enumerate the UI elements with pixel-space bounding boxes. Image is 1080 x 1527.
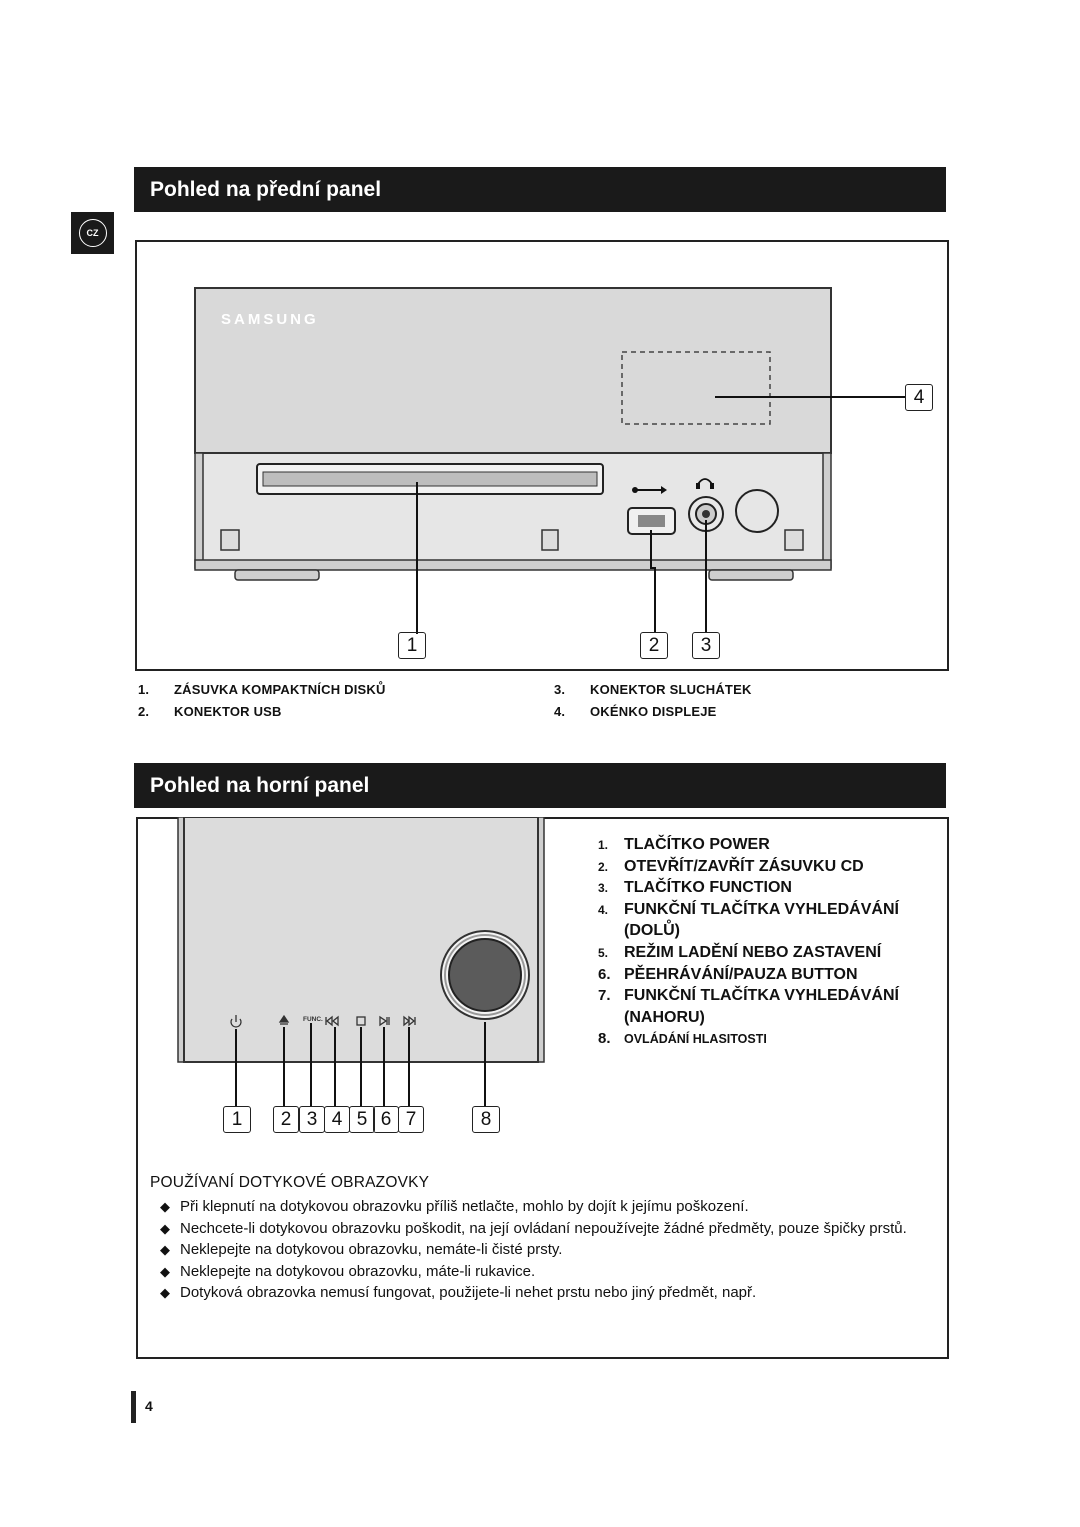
- eject-icon: [278, 1014, 290, 1025]
- list-item: 3.TLAČÍTKO FUNCTION: [598, 879, 792, 897]
- callout-1: 1: [398, 632, 426, 659]
- top-callout-7: 7: [398, 1106, 424, 1133]
- touch-usage-bullets: ◆Při klepnutí na dotykovou obrazovku pří…: [160, 1196, 940, 1304]
- top-callout-4: 4: [324, 1106, 350, 1133]
- top-callout-6: 6: [373, 1106, 399, 1133]
- bullet-item: ◆Při klepnutí na dotykovou obrazovku pří…: [160, 1198, 749, 1215]
- list-item: 7.FUNKČNÍ TLAČÍTKA VYHLEDÁVÁNÍ: [598, 987, 899, 1005]
- page-number: 4: [145, 1398, 153, 1414]
- top-panel-heading: Pohled na horní panel: [134, 763, 946, 808]
- top-callout-5: 5: [349, 1106, 375, 1133]
- stop-icon: [356, 1016, 366, 1026]
- list-item: (NAHORU): [624, 1008, 705, 1026]
- list-item: 8.OVLÁDÁNÍ HLASITOSTI: [598, 1030, 767, 1048]
- bullet-item: ◆Neklepejte na dotykovou obrazovku, máte…: [160, 1262, 536, 1280]
- play-pause-icon: [379, 1015, 390, 1027]
- top-callout-8: 8: [472, 1106, 500, 1133]
- list-item: 1.TLAČÍTKO POWER: [598, 836, 770, 853]
- front-panel-heading: Pohled na přední panel: [134, 167, 946, 212]
- list-item: 2.OTEVŘÍT/ZAVŘÍT ZÁSUVKU CD: [598, 857, 864, 875]
- top-callout-2: 2: [273, 1106, 299, 1133]
- language-badge: CZ: [78, 219, 107, 247]
- callout-2: 2: [640, 632, 668, 659]
- samsung-logo: SAMSUNG: [221, 311, 319, 328]
- callout-3: 3: [692, 632, 720, 659]
- language-tab: CZ: [71, 212, 114, 254]
- callout-line-2: [650, 530, 656, 632]
- page-number-marker: [131, 1391, 136, 1423]
- callout-4: 4: [905, 384, 933, 411]
- front-panel-figure: [135, 240, 949, 671]
- front-caption-3: 3.KONEKTOR SLUCHÁTEK: [554, 682, 752, 697]
- bullet-item: ◆Nechcete-li dotykovou obrazovku poškodi…: [160, 1219, 907, 1237]
- forward-icon: [403, 1015, 416, 1027]
- power-icon: [230, 1015, 242, 1028]
- list-item: 6.PĚEHRÁVÁNÍ/PAUZA BUTTON: [598, 965, 858, 983]
- rewind-icon: [325, 1015, 339, 1027]
- usb-icon: [632, 486, 667, 494]
- round-sensor: [735, 489, 779, 533]
- front-caption-1: 1.ZÁSUVKA KOMPAKTNÍCH DISKŮ: [138, 682, 386, 697]
- headphone-icon: [696, 478, 714, 489]
- unit-top-body: [194, 287, 832, 454]
- display-window: [621, 351, 771, 425]
- front-caption-2: 2.KONEKTOR USB: [138, 704, 282, 719]
- func-label: FUNC.: [303, 1016, 323, 1023]
- front-caption-4: 4.OKÉNKO DISPLEJE: [554, 704, 717, 719]
- touch-usage-title: POUŽÍVANÍ DOTYKOVÉ OBRAZOVKY: [150, 1174, 430, 1191]
- bullet-item: ◆Dotyková obrazovka nemusí fungovat, pou…: [160, 1284, 757, 1301]
- top-callout-1: 1: [223, 1106, 251, 1133]
- list-item: 5.REŽIM LADĚNÍ NEBO ZASTAVENÍ: [598, 943, 882, 961]
- top-panel-list: 1.TLAČÍTKO POWER 2.OTEVŘÍT/ZAVŘÍT ZÁSUVK…: [598, 836, 938, 1052]
- bullet-item: ◆Neklepejte na dotykovou obrazovku, nemá…: [160, 1241, 563, 1258]
- list-item: (DOLŮ): [624, 922, 680, 940]
- top-panel-drawing: FUNC.: [177, 817, 545, 1107]
- list-item: 4.FUNKČNÍ TLAČÍTKA VYHLEDÁVÁNÍ: [598, 900, 899, 918]
- front-panel-drawing: SAMSUNG: [194, 287, 905, 634]
- top-callout-3: 3: [299, 1106, 325, 1133]
